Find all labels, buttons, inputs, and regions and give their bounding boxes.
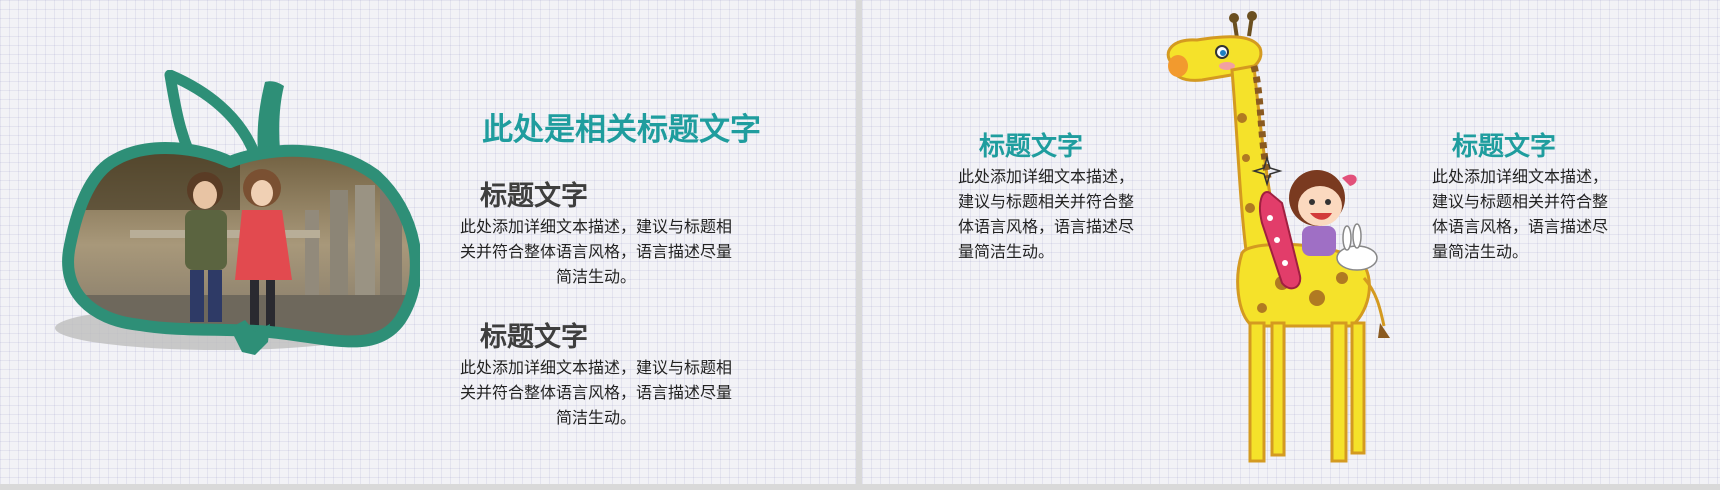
- block-2-body: 此处添加详细文本描述，建议与标题相关并符合整体语言风格，语言描述尽量简洁生动。: [459, 358, 732, 427]
- block-2-title: 标题文字: [480, 322, 588, 353]
- block-1-body: 此处添加详细文本描述，建议与标题相关并符合整体语言风格，语言描述尽量简洁生动。: [459, 217, 732, 286]
- leaf-icon: [164, 70, 261, 181]
- apple-frame-photo-icon: [55, 70, 420, 355]
- block-1-title: 标题文字: [480, 181, 588, 212]
- giraffe-girl-illustration-icon: [1166, 11, 1390, 463]
- left-block-title: 标题文字: [979, 132, 1084, 162]
- page-title: 此处是相关标题文字: [482, 112, 761, 148]
- slide-left: 此处是相关标题文字 标题文字 此处添加详细文本描述，建议与标题相关并符合整体语言…: [0, 0, 856, 484]
- left-block-body: 此处添加详细文本描述，建议与标题相关并符合整体语言风格，语言描述尽量简洁生动。: [958, 167, 1135, 261]
- right-block-body: 此处添加详细文本描述，建议与标题相关并符合整体语言风格，语言描述尽量简洁生动。: [1432, 167, 1609, 261]
- calyx-icon: [230, 320, 270, 355]
- apple-outline: [62, 141, 420, 348]
- right-block-title: 标题文字: [1452, 132, 1557, 162]
- slide-right: 标题文字 此处添加详细文本描述，建议与标题相关并符合整体语言风格，语言描述尽量简…: [862, 0, 1720, 484]
